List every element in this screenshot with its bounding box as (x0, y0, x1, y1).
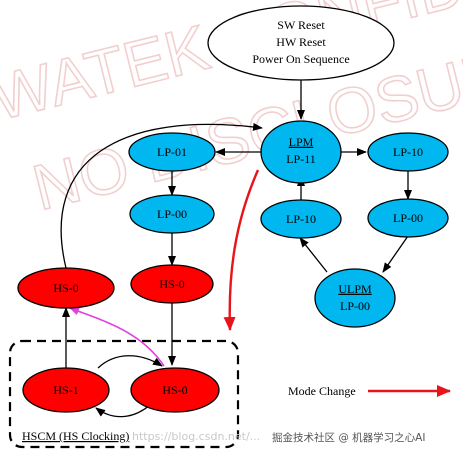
edge-hscm-hs0-to-hs1 (95, 404, 151, 418)
mode-change-arrow (223, 169, 260, 331)
node-ulpm: ULPM LP-00 (314, 268, 396, 328)
edge-hscm-hs0-to-hs0-highlight (69, 307, 165, 367)
lp10-mid-label: LP-10 (286, 212, 316, 226)
footer-credit: 掘金技术社区 @ 机器学习之心AI (272, 431, 425, 444)
node-lp10-top: LP-10 (367, 132, 449, 172)
ulpm-label: ULPM (338, 282, 372, 296)
edge-ulpm-to-lp10 (299, 237, 328, 273)
hs0-left-label: HS-0 (53, 281, 78, 295)
node-lp00-right: LP-00 (367, 198, 449, 238)
hscm-caption: HSCM (HS Clocking) (22, 429, 129, 443)
sw-reset-label: SW Reset (277, 18, 325, 32)
lp10-top-label: LP-10 (393, 145, 423, 159)
node-hs1: HS-1 (22, 367, 110, 413)
node-hs0-mid: HS-0 (130, 264, 214, 304)
ulpm-sublabel: LP-00 (340, 299, 370, 313)
power-on-sequence-label: Power On Sequence (252, 52, 349, 66)
footer-blog-url: https://blog.csdn.net/... (132, 430, 260, 443)
lp00-left-label: LP-00 (157, 207, 187, 221)
hs0-hscm-label: HS-0 (162, 383, 187, 397)
legend-mode-change-label: Mode Change (288, 384, 356, 398)
edge-lp00-to-ulpm (382, 235, 409, 273)
node-hs0-hscm: HS-0 (130, 367, 220, 413)
node-hs0-left: HS-0 (17, 267, 115, 309)
lpm-label: LPM (289, 135, 314, 149)
node-lp01: LP-01 (128, 132, 216, 172)
lpm-sublabel: LP-11 (286, 152, 316, 166)
lp00-right-label: LP-00 (393, 211, 423, 225)
hscm-group-box (8, 339, 240, 449)
lp01-label: LP-01 (157, 145, 187, 159)
transitions (60, 80, 412, 418)
node-lpm: LPM LP-11 (260, 120, 342, 184)
hw-reset-label: HW Reset (276, 35, 326, 49)
node-sw-reset: SW Reset HW Reset Power On Sequence (207, 5, 395, 81)
hs0-mid-label: HS-0 (159, 277, 184, 291)
hs1-label: HS-1 (53, 383, 78, 397)
node-lp00-left: LP-00 (129, 194, 215, 234)
edge-hs1-to-hscm-hs0 (97, 355, 163, 369)
node-lp10-mid: LP-10 (260, 199, 342, 239)
edge-hs0-to-lpm (60, 122, 263, 269)
